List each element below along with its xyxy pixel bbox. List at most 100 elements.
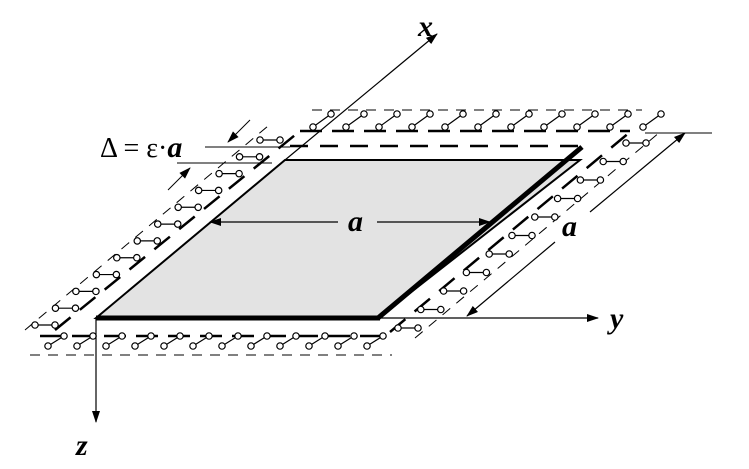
spring-node: [215, 169, 223, 178]
gap-arrow-upper: [227, 119, 251, 143]
spring-node: [485, 250, 494, 258]
spring-node: [596, 176, 605, 184]
spring-node: [89, 332, 97, 340]
spring-node: [31, 321, 39, 329]
y-axis-label: y: [607, 302, 624, 335]
spring-node: [599, 157, 608, 166]
spring-node: [263, 332, 271, 340]
spring-node: [528, 231, 536, 240]
spring-node: [235, 153, 244, 161]
spring-node: [492, 110, 500, 118]
spring-node: [379, 332, 387, 340]
spring-node: [334, 342, 342, 350]
spring-node: [92, 270, 101, 279]
spring-node: [51, 304, 60, 312]
spring-node: [173, 220, 182, 228]
spring-node: [363, 342, 371, 350]
spring-node: [214, 186, 223, 195]
spring-node: [73, 342, 81, 350]
spring-node: [72, 287, 80, 296]
spring-node: [508, 231, 516, 240]
spring-node: [92, 287, 100, 296]
spring-node: [71, 304, 80, 312]
spring-node: [507, 123, 515, 131]
spring-node: [276, 342, 284, 350]
spring-node: [459, 287, 468, 295]
spring-node: [622, 139, 630, 147]
spring-node: [133, 237, 142, 245]
spring-node: [416, 305, 425, 314]
gap-equation: Δ = ε·a: [100, 131, 182, 164]
spring-node: [573, 123, 581, 131]
spring-node: [174, 203, 182, 212]
spring-node: [591, 110, 599, 118]
spring-node: [573, 194, 582, 203]
spring-node: [205, 332, 213, 340]
spring-node: [530, 213, 539, 221]
spring-node: [327, 110, 335, 118]
spring-node: [393, 110, 401, 118]
spring-node: [309, 123, 317, 131]
spring-node: [525, 110, 533, 118]
spring-node: [426, 110, 434, 118]
elastic-supports: [24, 109, 665, 356]
spring-node: [234, 332, 242, 340]
width-dim-label: a: [348, 205, 363, 238]
x-axis-label: x: [417, 10, 433, 43]
spring-node: [321, 332, 329, 340]
spring-node: [194, 203, 202, 212]
spring-node: [176, 332, 184, 340]
spring-node: [247, 342, 255, 350]
depth-dim-upper-arrow: [589, 132, 686, 213]
spring-node: [131, 342, 139, 350]
spring-node: [44, 342, 52, 350]
spring-node: [350, 332, 358, 340]
spring-node: [441, 123, 449, 131]
spring-node: [147, 332, 155, 340]
spring-node: [153, 237, 162, 245]
depth-dim-label: a: [562, 210, 577, 243]
right-support-line: [389, 131, 631, 333]
spring-node: [474, 123, 482, 131]
spring-node: [436, 305, 445, 314]
z-axis-label: z: [75, 429, 88, 462]
spring-node: [624, 110, 632, 118]
spring-node: [255, 153, 264, 161]
spring-node: [550, 213, 559, 221]
spring-node: [256, 136, 264, 144]
spring-node: [553, 194, 562, 203]
spring-node: [276, 136, 284, 144]
spring-node: [133, 253, 141, 262]
spring-node: [657, 110, 665, 118]
spring-node: [606, 123, 614, 131]
spring-node: [189, 342, 197, 350]
spring-node: [639, 123, 647, 131]
spring-node: [619, 157, 628, 166]
gap-arrow-lower: [167, 167, 191, 191]
spring-node: [558, 110, 566, 118]
spring-node: [112, 270, 121, 279]
spring-node: [482, 268, 491, 277]
spring-node: [576, 176, 585, 184]
x-axis: [284, 33, 438, 161]
spring-node: [540, 123, 548, 131]
spring-node: [102, 342, 110, 350]
left-support-line: [54, 130, 301, 331]
spring-node: [235, 169, 243, 178]
spring-node: [60, 332, 68, 340]
spring-node: [394, 324, 402, 332]
plate-right-edge: [376, 145, 584, 320]
spring-node: [505, 250, 514, 258]
spring-node: [342, 123, 350, 131]
spring-node: [375, 123, 383, 131]
spring-node: [118, 332, 126, 340]
spring-node: [459, 110, 467, 118]
depth-dim-lower-arrow: [466, 241, 556, 317]
spring-node: [113, 253, 121, 262]
spring-node: [292, 332, 300, 340]
spring-node: [642, 139, 650, 147]
spring-node: [305, 342, 313, 350]
spring-node: [160, 342, 168, 350]
